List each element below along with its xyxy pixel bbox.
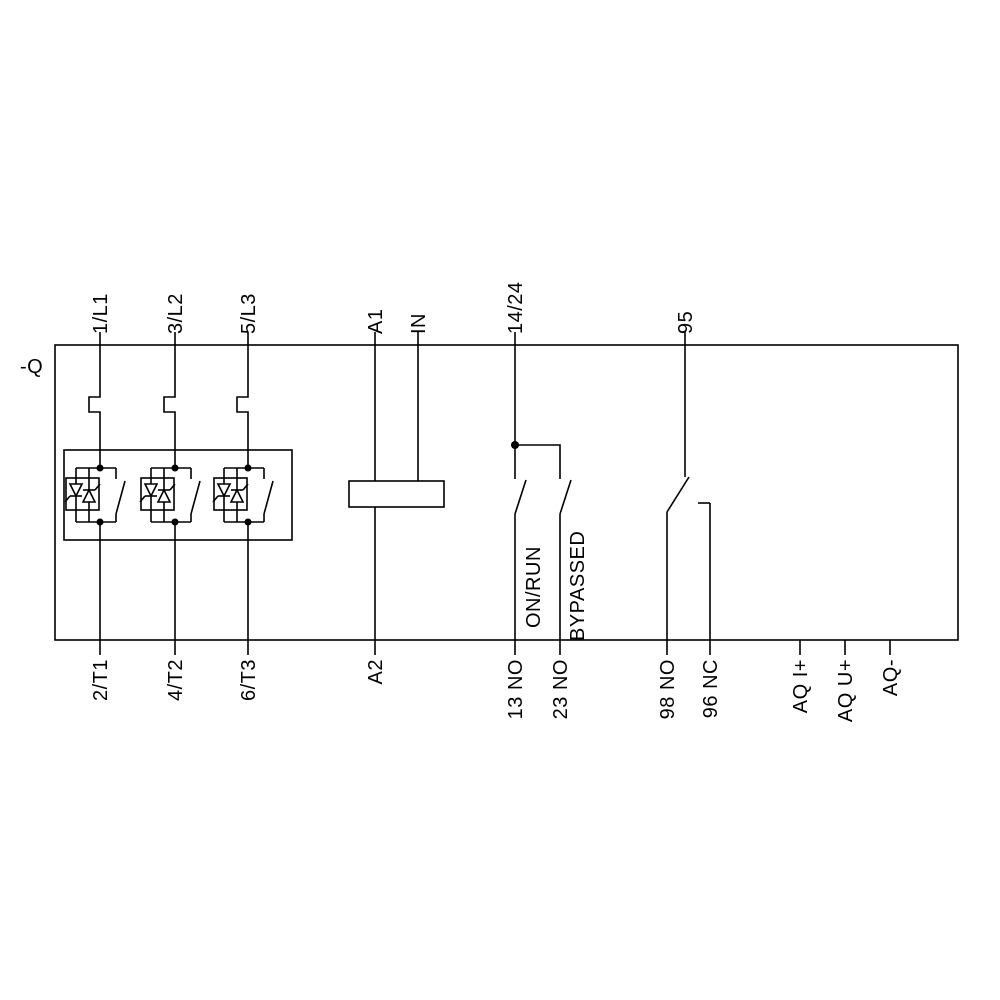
terminal-label-a1: A1 [365, 309, 387, 334]
phase-module-l1 [64, 331, 126, 656]
device-reference-label: -Q [20, 356, 43, 378]
terminal-label-aq-minus: AQ- [880, 659, 902, 696]
phase-module-l2 [139, 331, 201, 656]
terminal-label-aq-uplus: AQ U+ [835, 659, 857, 722]
terminal-label-aq-iplus: AQ I+ [790, 659, 812, 713]
terminal-label-1l1: 1/L1 [90, 293, 112, 334]
terminal-label-a2: A2 [365, 659, 387, 684]
terminal-label-5l3: 5/L3 [238, 293, 260, 334]
terminal-label-3l2: 3/L2 [165, 293, 187, 334]
phase-module-l3 [212, 331, 274, 656]
control-coil [348, 480, 445, 508]
contact-label-bypassed: BYPASSED [567, 531, 589, 641]
contact-23-no-blade [559, 479, 572, 515]
terminal-label-14-24: 14/24 [505, 281, 527, 334]
terminal-label-6t3: 6/T3 [238, 659, 260, 701]
terminal-label-23no: 23 NO [550, 659, 572, 719]
terminal-label-95: 95 [675, 311, 697, 334]
thyristor-group-box [63, 449, 293, 541]
contact-label-on-run: ON/RUN [523, 546, 545, 628]
terminal-label-98no: 98 NO [657, 659, 679, 719]
terminal-label-13no: 13 NO [505, 659, 527, 719]
terminal-label-in: IN [408, 313, 430, 334]
aux-branch-line [515, 444, 561, 479]
terminal-label-4t2: 4/T2 [165, 659, 187, 701]
terminal-label-96nc: 96 NC [700, 659, 722, 718]
device-outline [54, 344, 959, 641]
contact-13-no-blade [514, 479, 527, 515]
terminal-label-2t1: 2/T1 [90, 659, 112, 701]
changeover-blade [666, 476, 690, 513]
